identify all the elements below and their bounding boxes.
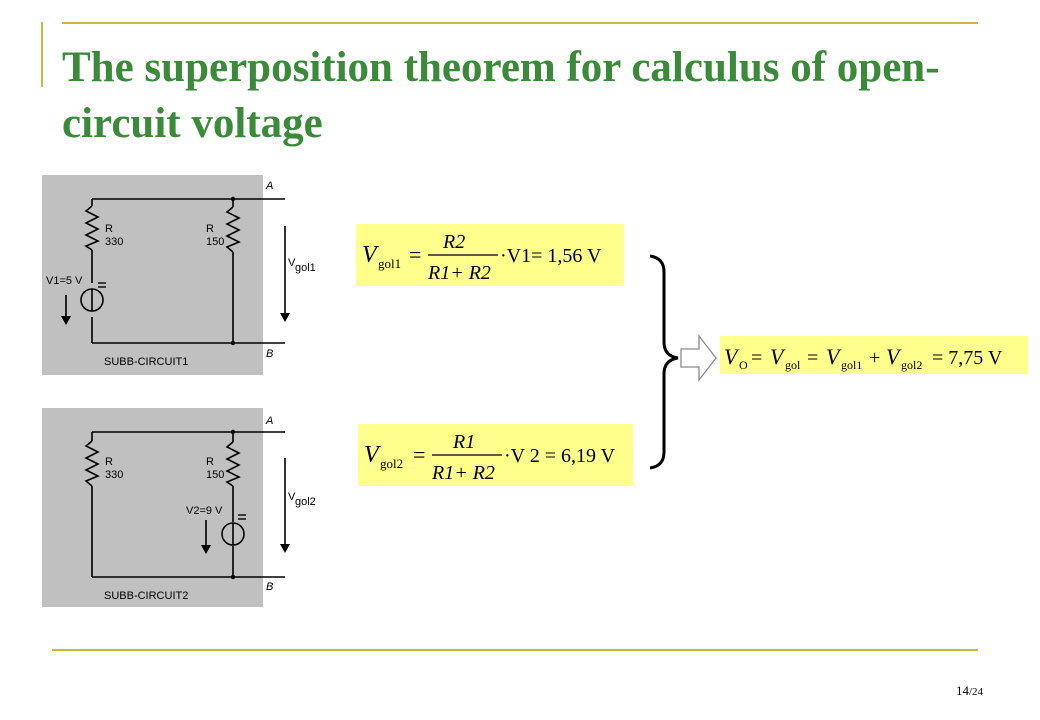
brace-and-arrow [649, 254, 717, 470]
formula-1: V gol1 = R2 R1+ R2 ·V1= 1,56 V [356, 224, 624, 286]
c2-r2-value: 150 [206, 469, 224, 481]
r-t2-sym: V [886, 344, 902, 369]
f1-numerator: R2 [442, 231, 465, 253]
c2-resistor-2 [225, 441, 241, 487]
f2-lhs-sym: V [364, 442, 381, 468]
c2-vout-sym: V [288, 491, 296, 503]
c1-resistor-2 [225, 206, 241, 253]
top-rule [62, 22, 978, 24]
f1-lhs-sym: V [362, 242, 379, 268]
r-value: = 7,75 V [932, 347, 1003, 369]
circuit-1-panel [42, 175, 263, 375]
f2-numerator: R1 [452, 431, 475, 453]
f1-lhs-sub: gol1 [378, 256, 401, 271]
c2-r1-value: 330 [105, 469, 123, 481]
f2-eq: = [413, 442, 425, 467]
c1-node-b: B [266, 348, 273, 360]
formula-2: V gol2 = R1 R1+ R2 ·V 2 = 6,19 V [358, 424, 633, 486]
c2-r1-name: R [105, 456, 113, 468]
c2-caption: SUBB-CIRCUIT2 [104, 590, 188, 602]
f1-rhs: ·V1= 1,56 V [500, 245, 602, 267]
f2-denominator: R1+ R2 [431, 462, 495, 484]
left-accent-bar [41, 22, 43, 87]
c1-resistor-1 [84, 205, 100, 251]
circuit-1-diagram: A B R 330 R 150 V1=5 V V gol1 SUBB-CIRCU… [46, 180, 316, 368]
r-eq1: = [751, 347, 762, 369]
bottom-rule [52, 649, 978, 651]
c2-resistor-1 [84, 440, 100, 487]
c1-caption: SUBB-CIRCUIT1 [104, 356, 188, 368]
c2-node-a: A [265, 415, 273, 427]
page-number: 14/24 [956, 683, 983, 699]
c1-r2-name: R [206, 223, 214, 235]
r-vgol-sym: V [770, 344, 786, 369]
right-arrow-icon [680, 334, 717, 382]
circuit-2-panel [42, 408, 263, 607]
c2-node-b: B [266, 581, 273, 593]
c2-vout-sub: gol2 [295, 496, 316, 508]
r-v0-sym: V [724, 344, 740, 369]
r-t1-sym: V [826, 344, 842, 369]
c1-r1-name: R [105, 223, 113, 235]
right-brace-icon [649, 254, 679, 470]
r-v0-sub: O [739, 358, 748, 372]
c1-r1-value: 330 [105, 236, 123, 248]
r-plus: + [869, 347, 880, 369]
f2-lhs-sub: gol2 [380, 456, 403, 471]
f1-denominator: R1+ R2 [427, 262, 491, 284]
c1-r2-value: 150 [206, 236, 224, 248]
r-vgol-sub: gol [785, 358, 801, 372]
result-formula: V O = V gol = V gol1 + V gol2 = 7,75 V [720, 336, 1028, 374]
page-total: /24 [969, 686, 984, 698]
r-t1-sub: gol1 [841, 358, 862, 372]
c1-vout-sym: V [288, 257, 296, 269]
slide-title: The superposition theorem for calculus o… [62, 44, 940, 147]
f1-eq: = [409, 242, 421, 267]
c2-source-label: V2=9 V [186, 505, 223, 517]
c1-source-label: V1=5 V [46, 275, 83, 287]
f2-rhs: ·V 2 = 6,19 V [504, 445, 616, 467]
r-t2-sub: gol2 [901, 358, 922, 372]
c1-vout-sub: gol1 [295, 262, 316, 274]
circuit-2-diagram: A B R 330 R 150 V2=9 V V gol2 SUBB-CIRCU… [84, 415, 316, 602]
page-current: 14 [956, 683, 969, 698]
r-eq2: = [807, 347, 818, 369]
c2-r2-name: R [206, 456, 214, 468]
c1-node-a: A [265, 180, 273, 192]
